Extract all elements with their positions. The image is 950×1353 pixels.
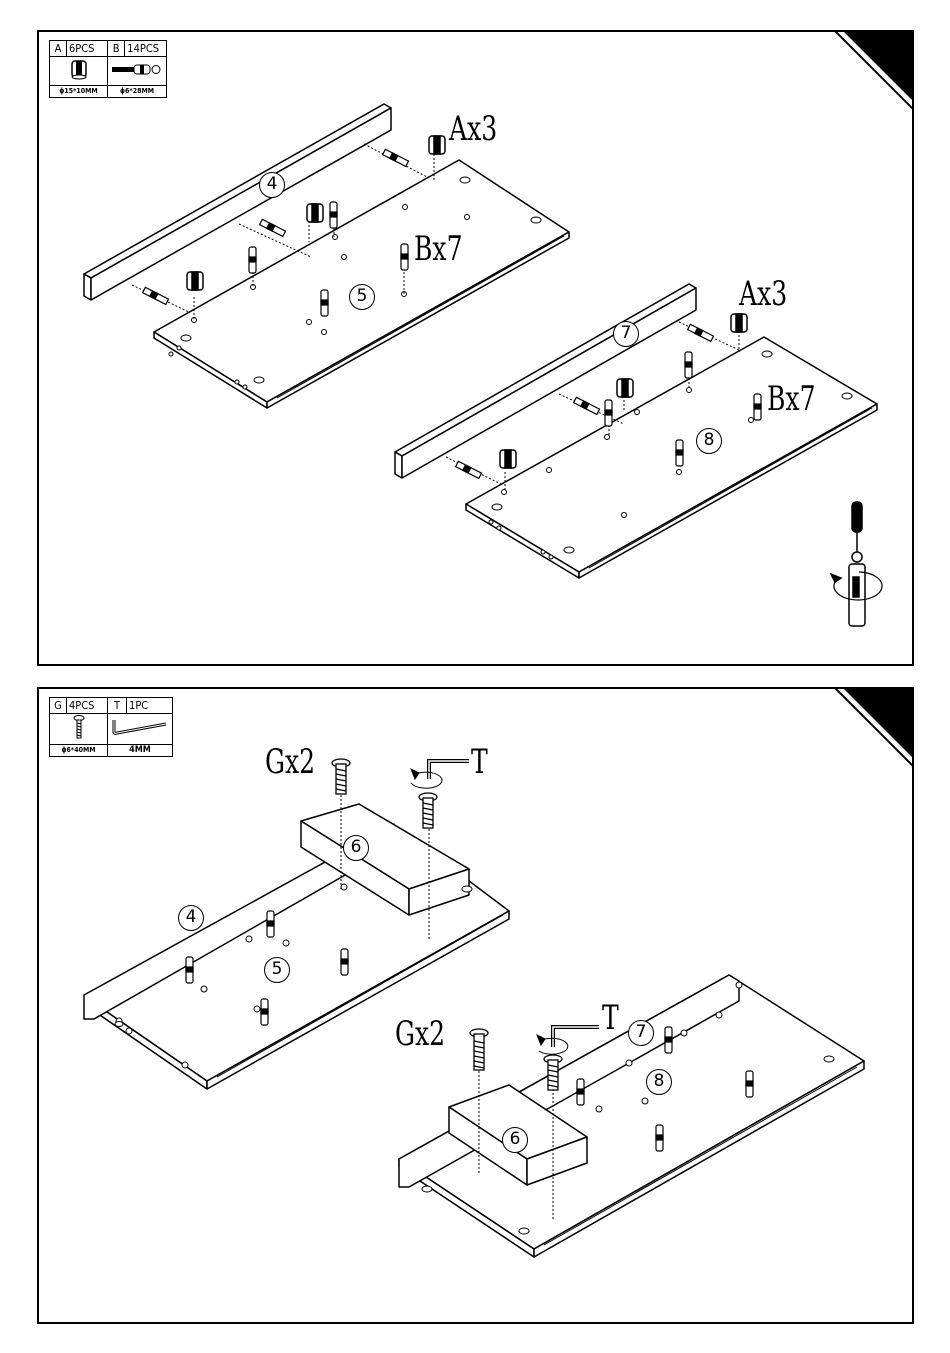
screwdriver-icon [831, 502, 882, 626]
label-allen-key-left: T [471, 745, 488, 779]
part-number-board-8: 8 [646, 1069, 672, 1095]
part-number-block-6-right: 6 [502, 1127, 528, 1153]
label-cam-lock-lower: Ax3 [739, 277, 787, 311]
label-cam-lock-upper: Ax3 [449, 112, 497, 146]
step-panel-screw-block: G 4PCS T 1PC ϕ6*40MM 4MM [37, 687, 914, 1324]
label-screw-right: Gx2 [395, 1017, 445, 1051]
step-panel-cam-lock: A 6PCS B 14PCS ϕ15*10MM ϕ6*28MM [37, 30, 914, 666]
label-screw-left: Gx2 [265, 745, 315, 779]
part-number-block-6-left: 6 [343, 835, 369, 861]
label-cam-bolt-lower: Bx7 [767, 382, 816, 416]
board-8-shape [466, 337, 877, 572]
part-number-rail-7: 7 [628, 1020, 654, 1046]
label-allen-key-right: T [602, 1001, 619, 1035]
part-number-board-8: 8 [696, 428, 722, 454]
assembly-drawing-step2 [39, 689, 914, 1324]
part-number-board-5: 5 [349, 284, 375, 310]
board-5-shape [154, 160, 569, 402]
label-cam-bolt-upper: Bx7 [414, 232, 463, 266]
part-number-rail-4: 4 [178, 905, 204, 931]
part-number-rail-7: 7 [613, 321, 639, 347]
part-number-board-5: 5 [264, 957, 290, 983]
part-number-rail-4: 4 [259, 172, 285, 198]
